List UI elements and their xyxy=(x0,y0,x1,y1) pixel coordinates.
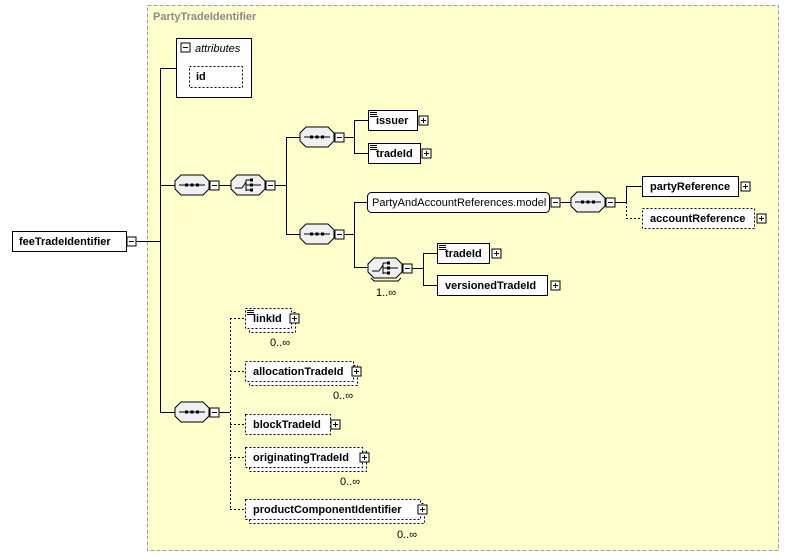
complex-type-title: PartyTradeIdentifier xyxy=(153,11,257,23)
link-id-cardinality: 0..∞ xyxy=(270,337,290,349)
element-party-reference[interactable]: partyReference xyxy=(642,176,751,197)
attribute-id-box[interactable] xyxy=(189,66,243,88)
collapse-icon[interactable] xyxy=(209,407,220,418)
collapse-icon[interactable] xyxy=(209,180,220,191)
expand-icon[interactable] xyxy=(491,248,502,259)
element-originating-trade-id[interactable]: originatingTradeId xyxy=(245,447,370,472)
expand-icon[interactable] xyxy=(330,419,341,430)
collapse-icon[interactable] xyxy=(334,132,345,143)
attribute-id-label: id xyxy=(196,71,206,83)
sequence-icon xyxy=(174,401,210,423)
element-party-reference-label: partyReference xyxy=(650,181,730,193)
element-issuer-label: issuer xyxy=(376,115,409,127)
element-trade-id-label: tradeId xyxy=(445,248,482,260)
element-allocation-trade-id-label: allocationTradeId xyxy=(253,366,343,378)
root-element-fee-trade-identifier[interactable]: feeTradeIdentifier xyxy=(12,231,137,252)
collapse-icon[interactable] xyxy=(334,229,345,240)
collapse-icon[interactable] xyxy=(126,236,137,247)
choice-cardinality: 1..∞ xyxy=(376,287,396,299)
sequence-icon xyxy=(174,174,210,196)
allocation-trade-id-cardinality: 0..∞ xyxy=(333,390,353,402)
element-product-component-identifier[interactable]: productComponentIdentifier xyxy=(245,499,428,524)
element-block-trade-id-label: blockTradeId xyxy=(253,419,321,431)
element-trade-id[interactable]: tradeId xyxy=(437,243,502,264)
element-versioned-trade-id[interactable]: versionedTradeId xyxy=(437,275,561,296)
expand-icon[interactable] xyxy=(421,148,432,159)
expand-icon[interactable] xyxy=(351,366,362,377)
element-account-reference-label: accountReference xyxy=(650,213,745,225)
expand-icon[interactable] xyxy=(417,504,428,515)
element-account-reference[interactable]: accountReference xyxy=(642,208,767,229)
expand-icon[interactable] xyxy=(289,313,300,324)
product-component-identifier-cardinality: 0..∞ xyxy=(397,529,417,541)
expand-icon[interactable] xyxy=(550,280,561,291)
element-originating-trade-id-label: originatingTradeId xyxy=(253,452,349,464)
element-issuer[interactable]: issuer xyxy=(368,110,429,131)
attributes-box: attributes id xyxy=(176,38,252,98)
collapse-icon[interactable] xyxy=(550,197,561,208)
group-ref-label: PartyAndAccountReferences.model xyxy=(372,197,546,209)
choice-icon xyxy=(367,257,403,279)
sequence-icon xyxy=(570,191,606,213)
element-trade-id-label: tradeId xyxy=(376,148,413,160)
element-link-id-label: linkId xyxy=(253,313,282,325)
expand-icon[interactable] xyxy=(756,213,767,224)
choice-icon xyxy=(230,174,266,196)
sequence-icon xyxy=(299,223,335,245)
repeat-marker xyxy=(370,277,402,282)
originating-trade-id-cardinality: 0..∞ xyxy=(340,476,360,488)
expand-icon[interactable] xyxy=(418,115,429,126)
element-trade-id[interactable]: tradeId xyxy=(368,143,432,164)
expand-icon[interactable] xyxy=(740,181,751,192)
collapse-icon[interactable] xyxy=(605,197,616,208)
element-allocation-trade-id[interactable]: allocationTradeId xyxy=(245,361,362,386)
root-element-label: feeTradeIdentifier xyxy=(19,236,111,248)
attributes-title: attributes xyxy=(195,43,241,55)
element-link-id[interactable]: linkId xyxy=(245,308,300,333)
group-party-and-account-references[interactable]: PartyAndAccountReferences.model xyxy=(367,192,561,213)
sequence-icon xyxy=(299,126,335,148)
element-product-component-identifier-label: productComponentIdentifier xyxy=(253,504,402,516)
collapse-icon[interactable] xyxy=(402,263,413,274)
collapse-icon[interactable] xyxy=(180,42,191,53)
collapse-icon[interactable] xyxy=(265,180,276,191)
element-versioned-trade-id-label: versionedTradeId xyxy=(445,280,536,292)
expand-icon[interactable] xyxy=(359,452,370,463)
element-block-trade-id[interactable]: blockTradeId xyxy=(245,414,341,435)
